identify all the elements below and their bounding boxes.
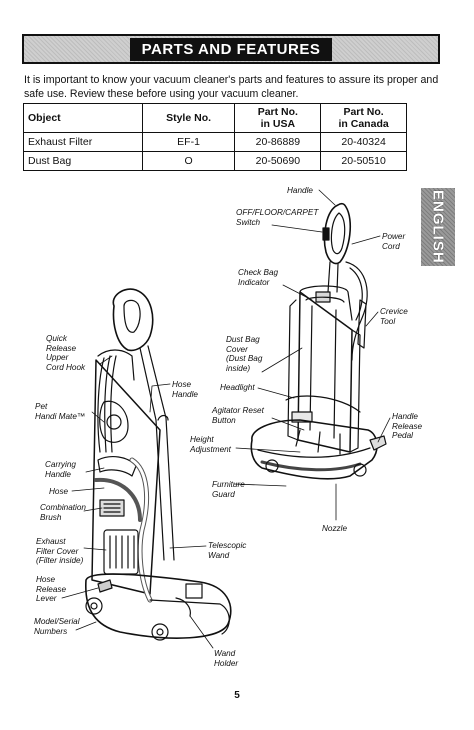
table-row: Dust Bag O 20-50690 20-50510 (23, 151, 407, 171)
label-furniture-guard: Furniture Guard (212, 480, 245, 499)
parts-table: Object Style No. Part No. in USA Part No… (23, 103, 407, 171)
page-number: 5 (234, 690, 240, 701)
language-tab: ENGLISH (421, 188, 455, 266)
label-wand-holder: Wand Holder (214, 649, 239, 668)
label-pet-handi-mate: Pet Handi Mate™ (35, 402, 86, 421)
table-cell: Dust Bag (23, 151, 143, 171)
label-model-serial-numbers: Model/Serial Numbers (34, 617, 80, 636)
rear-view-vacuum (85, 288, 232, 641)
label-height-adjustment: Height Adjustment (190, 435, 231, 454)
label-power-cord: Power Cord (382, 232, 406, 251)
label-crevice-tool: Crevice Tool (380, 307, 408, 326)
label-handle-release-pedal: Handle Release Pedal (392, 412, 423, 440)
language-tab-text: ENGLISH (429, 190, 447, 264)
label-quick-release-cord-hook: Quick Release Upper Cord Hook (46, 334, 86, 372)
column-header: Style No. (141, 103, 236, 133)
label-agitator-reset-button: Agitator Reset Button (212, 406, 264, 425)
label-hose-release-lever: Hose Release Lever (36, 575, 67, 603)
column-header: Part No. in Canada (320, 103, 407, 133)
table-cell: EF-1 (141, 132, 236, 152)
label-dust-bag-cover: Dust Bag Cover (Dust Bag inside) (226, 335, 263, 373)
label-combination-brush: Combination Brush (40, 503, 86, 522)
label-handle: Handle (287, 186, 313, 195)
label-hose-handle: Hose Handle (172, 380, 198, 399)
label-off-floor-carpet-switch: OFF/FLOOR/CARPET Switch (236, 208, 319, 227)
table-cell: 20-50510 (320, 151, 407, 171)
column-header-text: Part No. in USA (257, 106, 298, 130)
title-banner: PARTS AND FEATURES (22, 34, 440, 64)
label-exhaust-filter-cover: Exhaust Filter Cover (Filter inside) (36, 537, 84, 565)
label-headlight: Headlight (220, 383, 255, 392)
column-header-text: Style No. (166, 112, 212, 124)
label-telescopic-wand: Telescopic Wand (208, 541, 247, 560)
table-header-row: Object Style No. Part No. in USA Part No… (23, 103, 407, 133)
column-header-text: Object (28, 112, 61, 124)
leader-lines (61, 189, 391, 649)
page-title: PARTS AND FEATURES (129, 37, 333, 61)
label-nozzle: Nozzle (322, 524, 348, 533)
table-cell: O (141, 151, 236, 171)
label-carrying-handle: Carrying Handle (45, 460, 76, 479)
column-header: Part No. in USA (234, 103, 322, 133)
column-header-text: Part No. in Canada (338, 106, 389, 130)
label-hose: Hose (49, 487, 69, 496)
label-check-bag-indicator: Check Bag Indicator (238, 268, 279, 287)
front-view-vacuum (250, 202, 387, 480)
intro-paragraph: It is important to know your vacuum clea… (24, 74, 439, 100)
